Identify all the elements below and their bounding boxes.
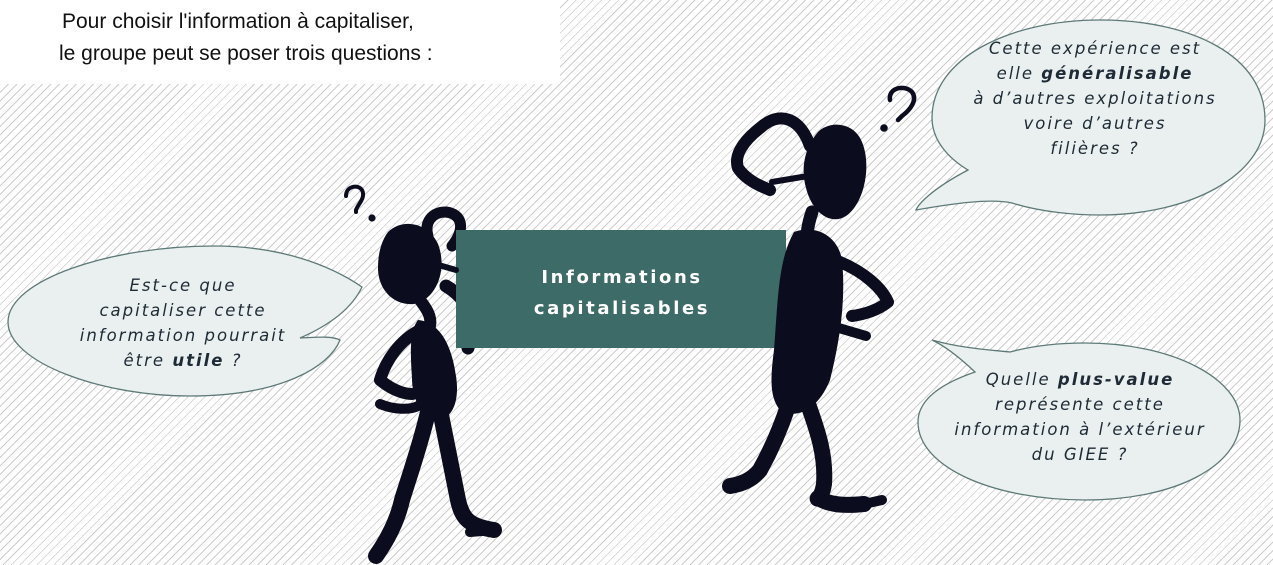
bubble-left-line-3: information pourrait xyxy=(79,326,287,345)
bubble-left-line-1: Est-ce que xyxy=(129,276,237,295)
bubble-bottom-right-line-1: Quelle plus-value xyxy=(920,367,1240,392)
bubble-bottom-right-line-3: information à l’extérieur xyxy=(954,420,1206,439)
speech-bubble-top-right xyxy=(914,19,1266,216)
center-box-line-1: Informations xyxy=(541,267,703,288)
bubble-left-line-4: être utile ? xyxy=(18,348,348,373)
bubble-bottom-right-text: Quelle plus-value représente cette infor… xyxy=(920,367,1240,467)
bubble-left-line-4-post: ? xyxy=(224,351,243,370)
bubble-top-right-text: Cette expérience est elle généralisable … xyxy=(925,36,1265,161)
intro-line-2: le groupe peut se poser trois questions … xyxy=(59,42,433,65)
bubble-top-right-line-4: voire d’autres xyxy=(1023,114,1167,133)
intro-text: Pour choisir l'information à capitaliser… xyxy=(0,0,560,84)
question-mark-dot-right xyxy=(880,124,888,132)
speech-bubble-left xyxy=(7,245,363,397)
bubble-bottom-right-line-4: du GIEE ? xyxy=(1031,445,1129,464)
thinking-figure-right xyxy=(722,112,894,513)
bubble-top-right-keyword: généralisable xyxy=(1041,64,1194,83)
bubble-bottom-right-line-2: représente cette xyxy=(995,395,1165,414)
bubble-left-keyword: utile xyxy=(172,351,225,370)
intro-line-1: Pour choisir l'information à capitaliser… xyxy=(62,10,414,33)
question-mark-dot xyxy=(368,214,376,222)
bubble-left-text: Est-ce que capitaliser cette information… xyxy=(18,273,348,373)
bubble-bottom-right-line-1-pre: Quelle xyxy=(985,370,1058,389)
bubble-left-line-2: capitaliser cette xyxy=(99,301,267,320)
bubble-top-right-line-2: elle généralisable xyxy=(925,61,1265,86)
thinking-figure-left xyxy=(368,223,502,564)
bubble-top-right-line-3: à d’autres exploitations xyxy=(973,89,1217,108)
bubble-left-line-4-pre: être xyxy=(123,351,173,370)
speech-bubble-bottom-right xyxy=(917,339,1241,501)
center-box xyxy=(456,230,786,348)
center-box-line-2: capitalisables xyxy=(533,298,711,319)
bubble-top-right-line-2-pre: elle xyxy=(996,64,1042,83)
question-mark-icon xyxy=(344,184,366,214)
question-mark-icon-right xyxy=(887,85,917,123)
bubble-top-right-line-1: Cette expérience est xyxy=(988,39,1202,58)
bubble-top-right-line-5: filières ? xyxy=(1050,139,1140,158)
center-box-label: Informations capitalisables xyxy=(462,262,782,324)
bubble-bottom-right-keyword: plus-value xyxy=(1057,370,1175,389)
